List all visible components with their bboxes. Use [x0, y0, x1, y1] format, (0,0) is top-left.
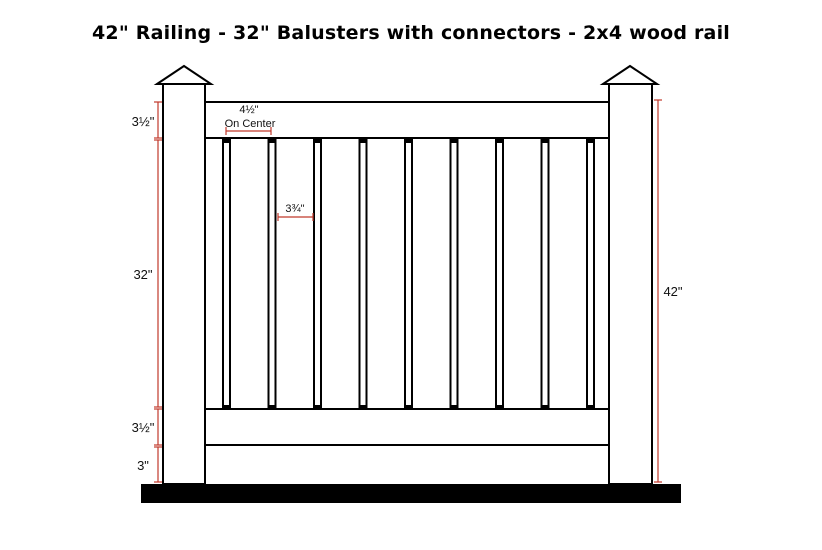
- baluster-group: [222, 138, 595, 410]
- ground-gap-dimension-label: 3": [137, 458, 149, 473]
- baluster-connector-top: [313, 139, 322, 143]
- baluster-width-dimension: [277, 213, 314, 221]
- top-rail-dimension-label: 3½": [132, 114, 155, 129]
- baluster-connector-bottom: [404, 405, 413, 409]
- spacing-value-label: 4½": [239, 104, 258, 116]
- baluster: [495, 138, 504, 410]
- baluster-connector-bottom: [541, 405, 549, 409]
- baluster-connector-bottom: [222, 405, 231, 409]
- ground-slab: [141, 484, 681, 503]
- baluster-height-dimension-label: 32": [133, 267, 152, 282]
- top-rail-cap: [204, 101, 610, 139]
- baluster-connector-top: [404, 139, 413, 143]
- left-dimension-lines: [154, 101, 162, 483]
- baluster-connector-bottom: [495, 405, 504, 409]
- overall-height-dimension: [654, 99, 662, 483]
- baluster: [404, 138, 413, 410]
- right-post: [608, 83, 653, 485]
- baluster-connector-top: [222, 139, 231, 143]
- bottom-rail: [204, 408, 610, 446]
- baluster-connector-top: [495, 139, 504, 143]
- baluster-connector-top: [268, 139, 276, 143]
- left-post-cap: [153, 64, 215, 85]
- baluster-connector-top: [359, 139, 367, 143]
- baluster-connector-top: [541, 139, 549, 143]
- spacing-dimension: [225, 127, 272, 135]
- diagram-title: 42" Railing - 32" Balusters with connect…: [92, 22, 730, 44]
- overall-height-dimension-label: 42": [663, 284, 682, 299]
- baluster: [222, 138, 231, 410]
- baluster-width-label: 3¾": [285, 203, 304, 215]
- spacing-caption-label: On Center: [225, 118, 276, 130]
- baluster: [358, 138, 368, 410]
- baluster-connector-bottom: [313, 405, 322, 409]
- left-post: [162, 83, 206, 485]
- baluster: [540, 138, 550, 410]
- right-post-cap: [599, 64, 661, 85]
- baluster-connector-bottom: [268, 405, 276, 409]
- baluster-connector-bottom: [450, 405, 458, 409]
- baluster-connector-top: [450, 139, 458, 143]
- baluster-connector-bottom: [359, 405, 367, 409]
- baluster: [267, 138, 277, 410]
- baluster: [313, 138, 322, 410]
- baluster-connector-bottom: [586, 405, 595, 409]
- baluster-connector-top: [586, 139, 595, 143]
- bottom-rail-dimension-label: 3½": [132, 420, 155, 435]
- baluster: [586, 138, 595, 410]
- baluster: [449, 138, 459, 410]
